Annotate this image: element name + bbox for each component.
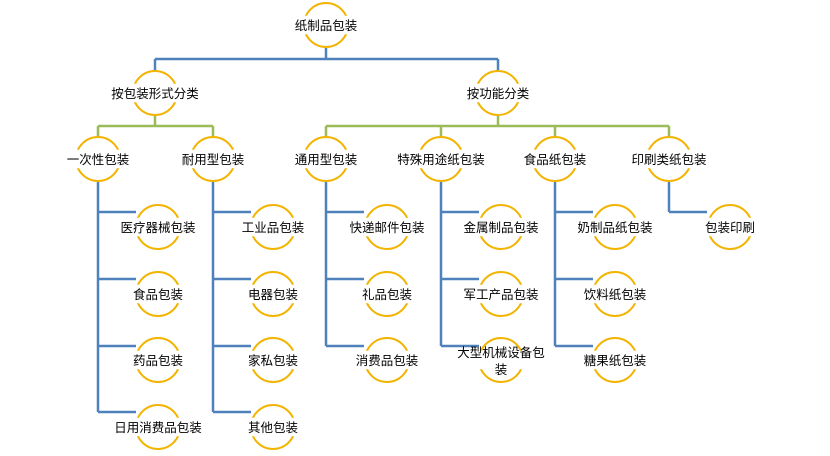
node-label: 糖果纸包装	[583, 353, 647, 368]
node-label: 饮料纸包装	[583, 287, 647, 302]
node-label: 纸制品包装	[294, 18, 358, 33]
node-label: 药品包装	[132, 353, 183, 368]
node-label: 礼品包装	[361, 287, 412, 302]
node-label: 食品包装	[132, 287, 183, 302]
node-label: 快递邮件包装	[349, 220, 425, 235]
node-label: 耐用型包装	[181, 152, 245, 167]
node-label: 印刷类纸包装	[631, 152, 707, 167]
node-label: 奶制品纸包装	[577, 220, 653, 235]
node-label: 其他包装	[247, 420, 298, 435]
node-label: 军工产品包装	[463, 287, 539, 302]
node-label: 一次性包装	[66, 152, 130, 167]
node-label: 特殊用途纸包装	[397, 152, 485, 167]
node-label: 按包装形式分类	[111, 86, 199, 101]
node-label: 金属制品包装	[463, 220, 539, 235]
node-label: 工业品包装	[241, 220, 305, 235]
node-label: 电器包装	[247, 287, 298, 302]
node-label: 大型机械设备包装	[457, 345, 545, 377]
node-label: 包装印刷	[704, 220, 755, 235]
node-label: 日用消费品包装	[114, 420, 202, 435]
node-label: 按功能分类	[466, 86, 530, 101]
node-label: 医疗器械包装	[120, 220, 196, 235]
node-label: 食品纸包装	[523, 152, 587, 167]
node-label: 消费品包装	[355, 353, 419, 368]
node-label: 家私包装	[247, 353, 298, 368]
node-label: 通用型包装	[294, 152, 358, 167]
